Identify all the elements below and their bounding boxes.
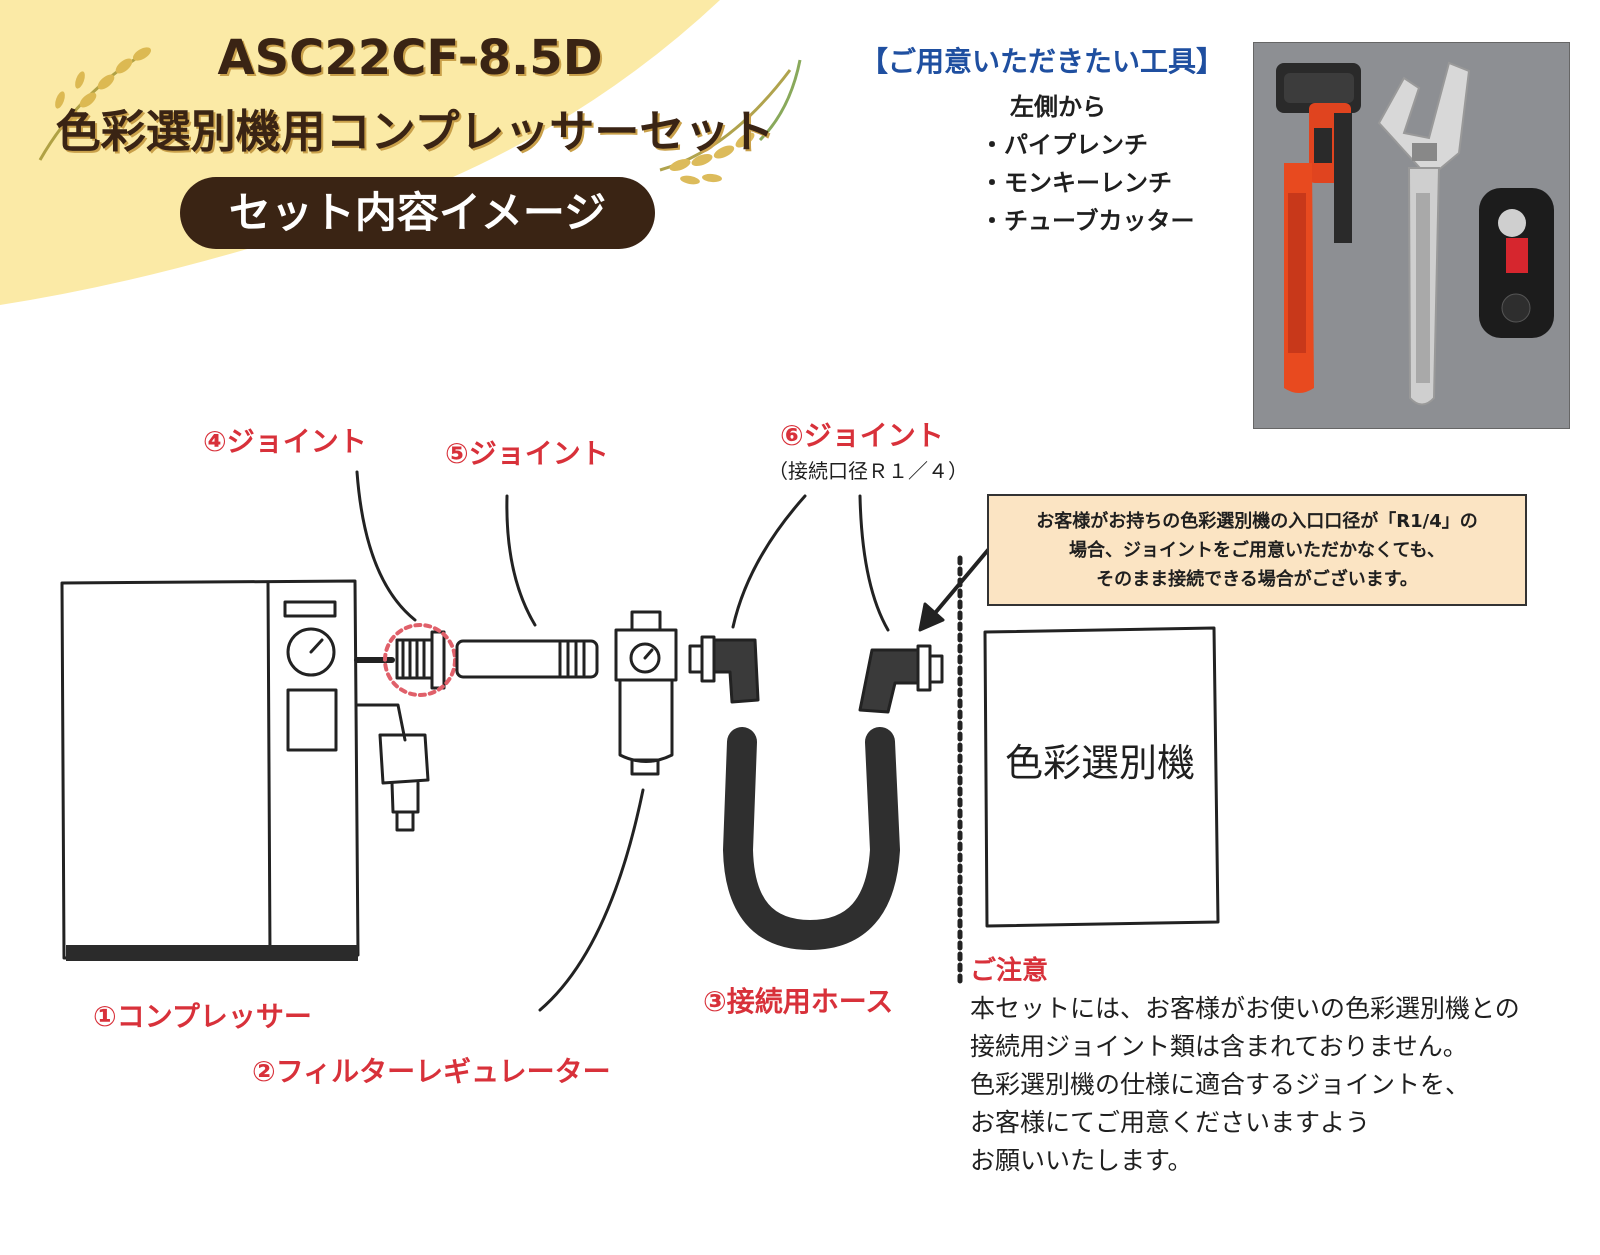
tools-heading: 【ご用意いただきたい工具】 (860, 45, 1225, 78)
label-joint6: ⑥ジョイント (780, 419, 944, 452)
tool-item-monkey-wrench: ・モンキーレンチ (980, 169, 1172, 197)
caution-body: 本セットには、お客様がお使いの色彩選別機との 接続用ジョイント類は含まれておりま… (970, 990, 1600, 1180)
leader-filter (538, 788, 645, 1012)
joint5-illustration (455, 639, 599, 679)
wheat-right-icon (659, 59, 802, 185)
joint6-size-note: （接続口径Ｒ１／４） (768, 459, 968, 483)
caution-line-4: お客様にてご用意くださいますよう (970, 1108, 1371, 1137)
leader-joint5 (505, 494, 537, 627)
tools-intro: 左側から (1010, 93, 1106, 121)
callout-line-2: 場合、ジョイントをご用意いただかなくても、 (1068, 540, 1446, 561)
page-title: 色彩選別機用コンプレッサーセット (55, 105, 775, 158)
callout-line-3: そのまま接続できる場合がございます。 (1096, 569, 1418, 590)
caution-title: ご注意 (970, 956, 1049, 986)
tools-list: 左側から ・パイプレンチ ・モンキーレンチ ・チューブカッター (980, 88, 1195, 240)
tube-cutter-icon (1479, 188, 1554, 338)
joint4-illustration (383, 623, 457, 697)
label-joint4: ④ジョイント (203, 425, 367, 458)
callout-box: お客様がお持ちの色彩選別機の入口口径が「R1/4」の 場合、ジョイントをご用意い… (987, 494, 1527, 606)
label-joint5: ⑤ジョイント (445, 437, 609, 470)
subtitle-badge: セット内容イメージ (180, 177, 655, 249)
pipe-wrench-icon (1276, 63, 1361, 393)
caution-line-5: お願いいたします。 (970, 1146, 1193, 1175)
filter-regulator-illustration (614, 610, 678, 776)
model-title: ASC22CF-8.5D (217, 30, 603, 86)
tool-item-tube-cutter: ・チューブカッター (980, 207, 1195, 235)
sorter-label: 色彩選別機 (1004, 741, 1195, 785)
compressor-illustration (60, 579, 430, 961)
tool-item-pipe-wrench: ・パイプレンチ (980, 131, 1148, 159)
tools-photo (1253, 42, 1570, 429)
callout-line-1: お客様がお持ちの色彩選別機の入口口径が「R1/4」の (1036, 511, 1478, 532)
hose-illustration (723, 727, 900, 950)
caution-line-1: 本セットには、お客様がお使いの色彩選別機との (970, 994, 1520, 1023)
label-hose: ③接続用ホース (703, 985, 894, 1018)
adjustable-wrench-icon (1377, 61, 1471, 406)
caution-line-3: 色彩選別機の仕様に適合するジョイントを、 (970, 1070, 1471, 1099)
leader-joint6-left (731, 494, 807, 629)
joint6-left-illustration (688, 635, 760, 704)
leader-joint6-right (858, 494, 890, 632)
label-filter-regulator: ②フィルターレギュレーター (252, 1055, 611, 1088)
sorter-illustration (983, 626, 1220, 928)
wheat-left-icon (38, 47, 152, 161)
joint6-right-illustration (858, 644, 944, 714)
caution-line-2: 接続用ジョイント類は含まれておりません。 (970, 1032, 1468, 1061)
leader-joint4 (355, 470, 417, 622)
label-compressor: ①コンプレッサー (93, 1000, 312, 1033)
